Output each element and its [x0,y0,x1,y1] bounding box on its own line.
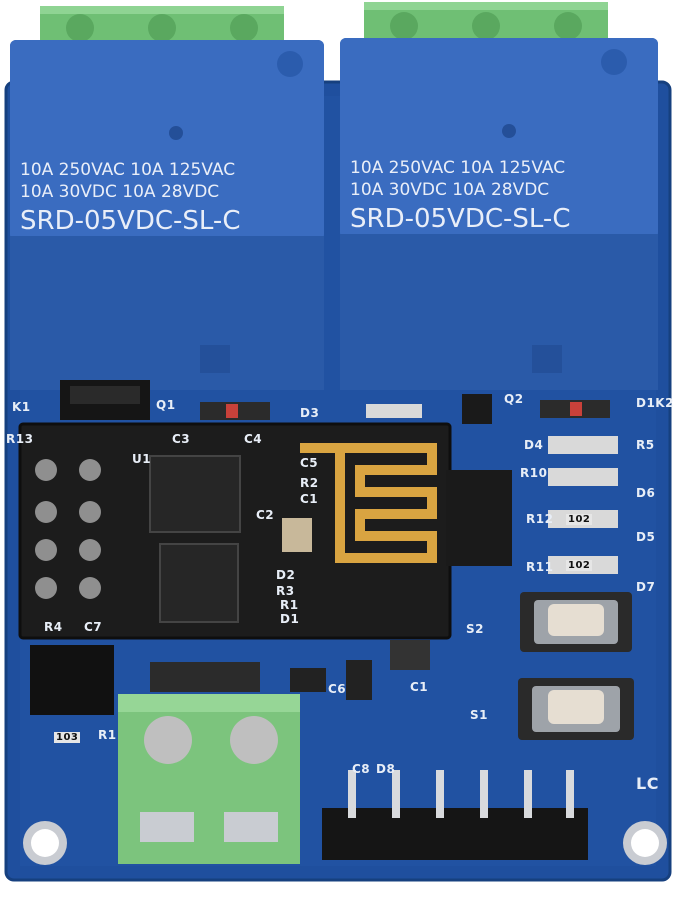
switch-s2 [520,592,632,652]
label-r3: R3 [276,584,295,598]
label-r1a: R1 [280,598,299,612]
label-c1b: C1 [410,680,429,694]
mounting-holes [23,821,667,865]
jumper-header [60,380,150,420]
label-c2: C2 [256,508,275,522]
label-d8: D8 [376,762,396,776]
relay-left-rating-2: 10A 30VDC 10A 28VDC [20,182,220,202]
label-r1b: R1 [98,728,117,742]
relay-left [10,40,324,390]
label-d1k2: D1K2 [636,396,674,410]
relay-left-model: SRD-05VDC-SL-C [20,206,241,236]
label-q1: Q1 [156,398,176,412]
label-c5: C5 [300,456,319,470]
label-102a: 102 [566,514,593,525]
label-r13: R13 [6,432,34,446]
label-c8: C8 [352,762,371,776]
switch-s1 [518,678,634,740]
label-r5: R5 [636,438,655,452]
label-d2: D2 [276,568,296,582]
label-r4: R4 [44,620,63,634]
label-c3: C3 [172,432,191,446]
smd-components [30,394,618,715]
label-102b: 102 [566,560,593,571]
label-d1a: D1 [280,612,300,626]
relay-left-rating-1: 10A 250VAC 10A 125VAC [20,160,236,180]
label-u1: U1 [132,452,152,466]
label-c1a: C1 [300,492,319,506]
label-lc: LC [636,774,659,793]
terminal-block-top-left [40,6,284,46]
label-r10: R10 [520,466,548,480]
power-terminal-block [118,694,300,864]
driver-ic [446,470,512,566]
label-103: 103 [54,732,81,743]
label-r12: R12 [526,512,554,526]
label-r11: R11 [526,560,554,574]
label-d7: D7 [636,580,656,594]
label-c4: C4 [244,432,263,446]
label-q2: Q2 [504,392,524,406]
label-r2: R2 [300,476,319,490]
relay-right-model: SRD-05VDC-SL-C [350,204,571,234]
label-d3: D3 [300,406,320,420]
label-k1: K1 [12,400,31,414]
relay-right-rating-2: 10A 30VDC 10A 28VDC [350,180,550,200]
pin-header [322,770,588,860]
relay-right-rating-1: 10A 250VAC 10A 125VAC [350,158,566,178]
label-d4: D4 [524,438,544,452]
label-d5: D5 [636,530,656,544]
label-s1: S1 [470,708,488,722]
label-c7: C7 [84,620,103,634]
label-c6: C6 [328,682,347,696]
esp01-module [18,422,452,640]
label-s2: S2 [466,622,484,636]
relay-right [340,38,658,390]
label-d6: D6 [636,486,656,500]
